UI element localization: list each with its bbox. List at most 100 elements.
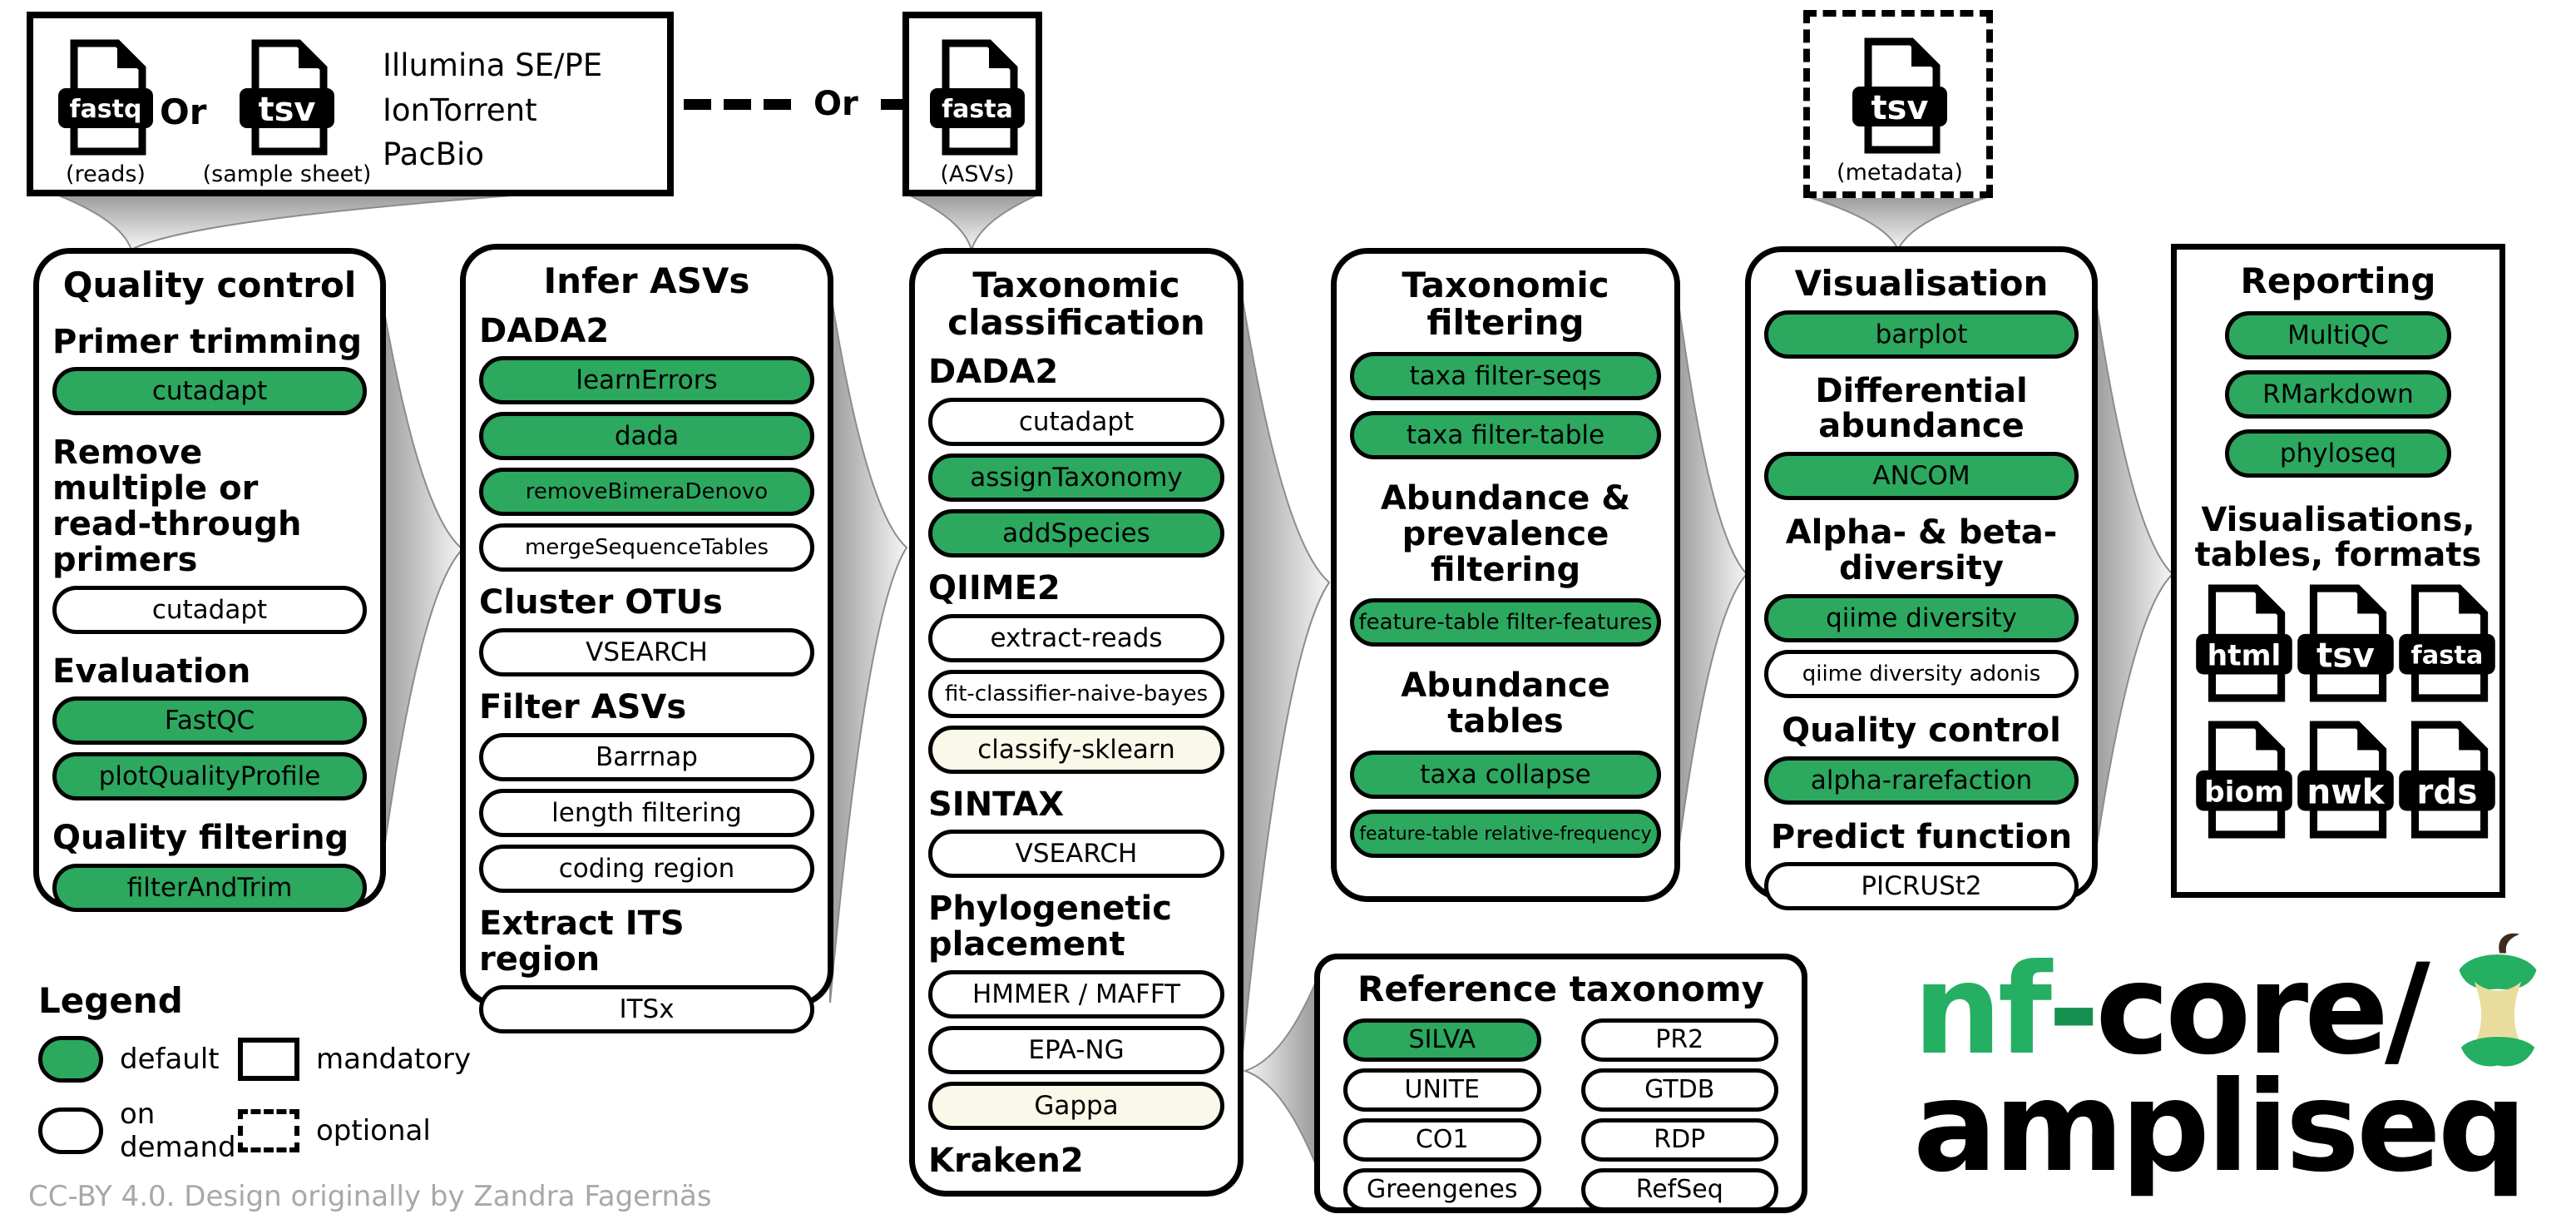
fasta-label: fasta xyxy=(942,95,1013,124)
pill-ancom: ANCOM xyxy=(1764,452,2079,501)
section-heading-differential-abundance: Differential abundance xyxy=(1815,371,2028,446)
section-heading-abundance-prevalence-filtering: Abundance & prevalence filtering xyxy=(1380,479,1631,589)
reference-taxonomy-title: Reference taxonomy xyxy=(1357,969,1764,1009)
flow-funnel xyxy=(829,289,908,1003)
logo-ampliseq: ampliseq xyxy=(1913,1054,2527,1200)
platform-illumina: Illumina SE/PE xyxy=(383,47,603,83)
section-heading-visualisations-tables-formats: Visualisations, tables, formats xyxy=(2194,500,2482,575)
pill-itsx: ITSx xyxy=(479,984,814,1033)
format-label: html xyxy=(2208,639,2282,672)
dash-icon xyxy=(880,98,908,110)
pill-taxa-filter-seqs: taxa filter-seqs xyxy=(1350,352,1661,401)
fasta-file-block: fasta (ASVs) xyxy=(921,37,1034,187)
legend-label: optional xyxy=(316,1114,431,1147)
fasta-caption: (ASVs) xyxy=(940,161,1015,187)
section-heading-remove-multiple-or-read-through-primers: Remove multiple or read-through primers xyxy=(52,434,302,579)
pill-vsearch: VSEARCH xyxy=(928,830,1224,879)
legend-label: mandatory xyxy=(316,1043,472,1076)
flow-funnel xyxy=(56,194,523,251)
pill-gtdb: GTDB xyxy=(1580,1068,1778,1112)
flow-funnel xyxy=(907,194,1039,253)
pill-cutadapt: cutadapt xyxy=(928,397,1224,446)
section-heading-qiime2: QIIME2 xyxy=(928,568,1061,607)
pill-fit-classifier-naive-bayes: fit-classifier-naive-bayes xyxy=(928,669,1224,718)
section-heading-kraken2: Kraken2 xyxy=(928,1142,1084,1181)
column-title: Infer ASVs xyxy=(543,260,750,301)
nf-core-ampliseq-logo: nf-core/ ampliseq xyxy=(1913,933,2570,1200)
column-title: Taxonomic classification xyxy=(947,265,1205,343)
legend-label: on demand xyxy=(120,1098,236,1164)
flow-funnel xyxy=(1240,289,1331,1070)
logo-core: core/ xyxy=(2095,938,2430,1083)
input-reads-box: fastq (reads) Or tsv (sample sheet) Illu… xyxy=(27,12,674,196)
format-label: tsv xyxy=(2316,635,2375,675)
platform-list: Illumina SE/PE IonTorrent PacBio xyxy=(383,43,602,177)
fastq-file-block: fastq (reads) xyxy=(52,37,160,187)
html-file-icon: html xyxy=(2196,584,2292,702)
pill-greengenes: Greengenes xyxy=(1343,1167,1541,1212)
or-label: Or xyxy=(160,92,207,132)
section-heading-predict-function: Predict function xyxy=(1770,817,2073,856)
tsv-file-icon: tsv xyxy=(2297,584,2394,702)
pill-refseq: RefSeq xyxy=(1580,1167,1778,1212)
section-heading-extract-its-region: Extract ITS region xyxy=(479,904,685,979)
flow-funnel xyxy=(1242,981,1317,1166)
pill-plotqualityprofile: plotQualityProfile xyxy=(52,752,367,801)
flow-funnel xyxy=(380,292,464,873)
flow-funnel xyxy=(2094,290,2174,862)
apple-core-icon xyxy=(2459,933,2537,1067)
pill-dada: dada xyxy=(479,412,814,461)
column-title: Quality control xyxy=(62,265,357,305)
pill-multiqc: MultiQC xyxy=(2225,310,2451,359)
pill-alpha-rarefaction: alpha-rarefaction xyxy=(1764,756,2079,805)
legend-entry-on-demand: on demand xyxy=(38,1098,238,1164)
fastq-label: fastq xyxy=(70,95,142,124)
fastq-caption: (reads) xyxy=(66,161,146,187)
pill-hmmer-mafft: HMMER / MAFFT xyxy=(928,970,1224,1019)
pill-pr2: PR2 xyxy=(1580,1018,1778,1062)
format-label: biom xyxy=(2204,776,2284,809)
section-heading-evaluation: Evaluation xyxy=(52,652,251,691)
section-heading-filter-asvs: Filter ASVs xyxy=(479,688,687,727)
pill-phyloseq: phyloseq xyxy=(2225,429,2451,478)
pill-epa-ng: EPA-NG xyxy=(928,1026,1224,1075)
pill-taxa-collapse: taxa collapse xyxy=(1350,751,1661,800)
pill-length-filtering: length filtering xyxy=(479,788,814,837)
pill-fastqc: FastQC xyxy=(52,696,367,746)
pill-picrust2: PICRUSt2 xyxy=(1764,862,2079,911)
metadata-file-block: tsv (metadata) xyxy=(1837,35,1963,186)
section-heading-alpha-beta-diversity: Alpha- & beta-diversity xyxy=(1785,513,2058,587)
legend-entry-default: default xyxy=(38,1036,238,1083)
mandatory-swatch-icon xyxy=(238,1038,299,1081)
pill-cutadapt: cutadapt xyxy=(52,585,367,634)
logo-nf: nf xyxy=(1913,938,2052,1083)
pill-qiime-diversity: qiime diversity xyxy=(1764,593,2079,642)
metadata-caption: (metadata) xyxy=(1837,160,1963,186)
tsv-file-block: tsv (sample sheet) xyxy=(203,37,371,187)
platform-iontorrent: IonTorrent xyxy=(383,92,537,128)
pill-coding-region: coding region xyxy=(479,844,814,893)
pill-taxa-filter-table: taxa filter-table xyxy=(1350,411,1661,460)
format-label: rds xyxy=(2416,771,2477,811)
or-word: Or xyxy=(813,85,858,123)
pill-extract-reads: extract-reads xyxy=(928,613,1224,662)
section-heading-quality-control: Quality control xyxy=(1782,711,2061,750)
section-heading-cluster-otus: Cluster OTUs xyxy=(479,583,723,622)
input-asv-box: fasta (ASVs) xyxy=(902,12,1042,196)
legend-label: default xyxy=(120,1043,220,1076)
fasta-file-icon: fasta xyxy=(930,39,1025,156)
legend-entry-mandatory: mandatory xyxy=(238,1036,512,1083)
platform-pacbio: PacBio xyxy=(383,136,484,173)
pill-addspecies: addSpecies xyxy=(928,508,1224,557)
section-heading-quality-filtering: Quality filtering xyxy=(52,819,349,858)
pill-silva: SILVA xyxy=(1343,1018,1541,1062)
